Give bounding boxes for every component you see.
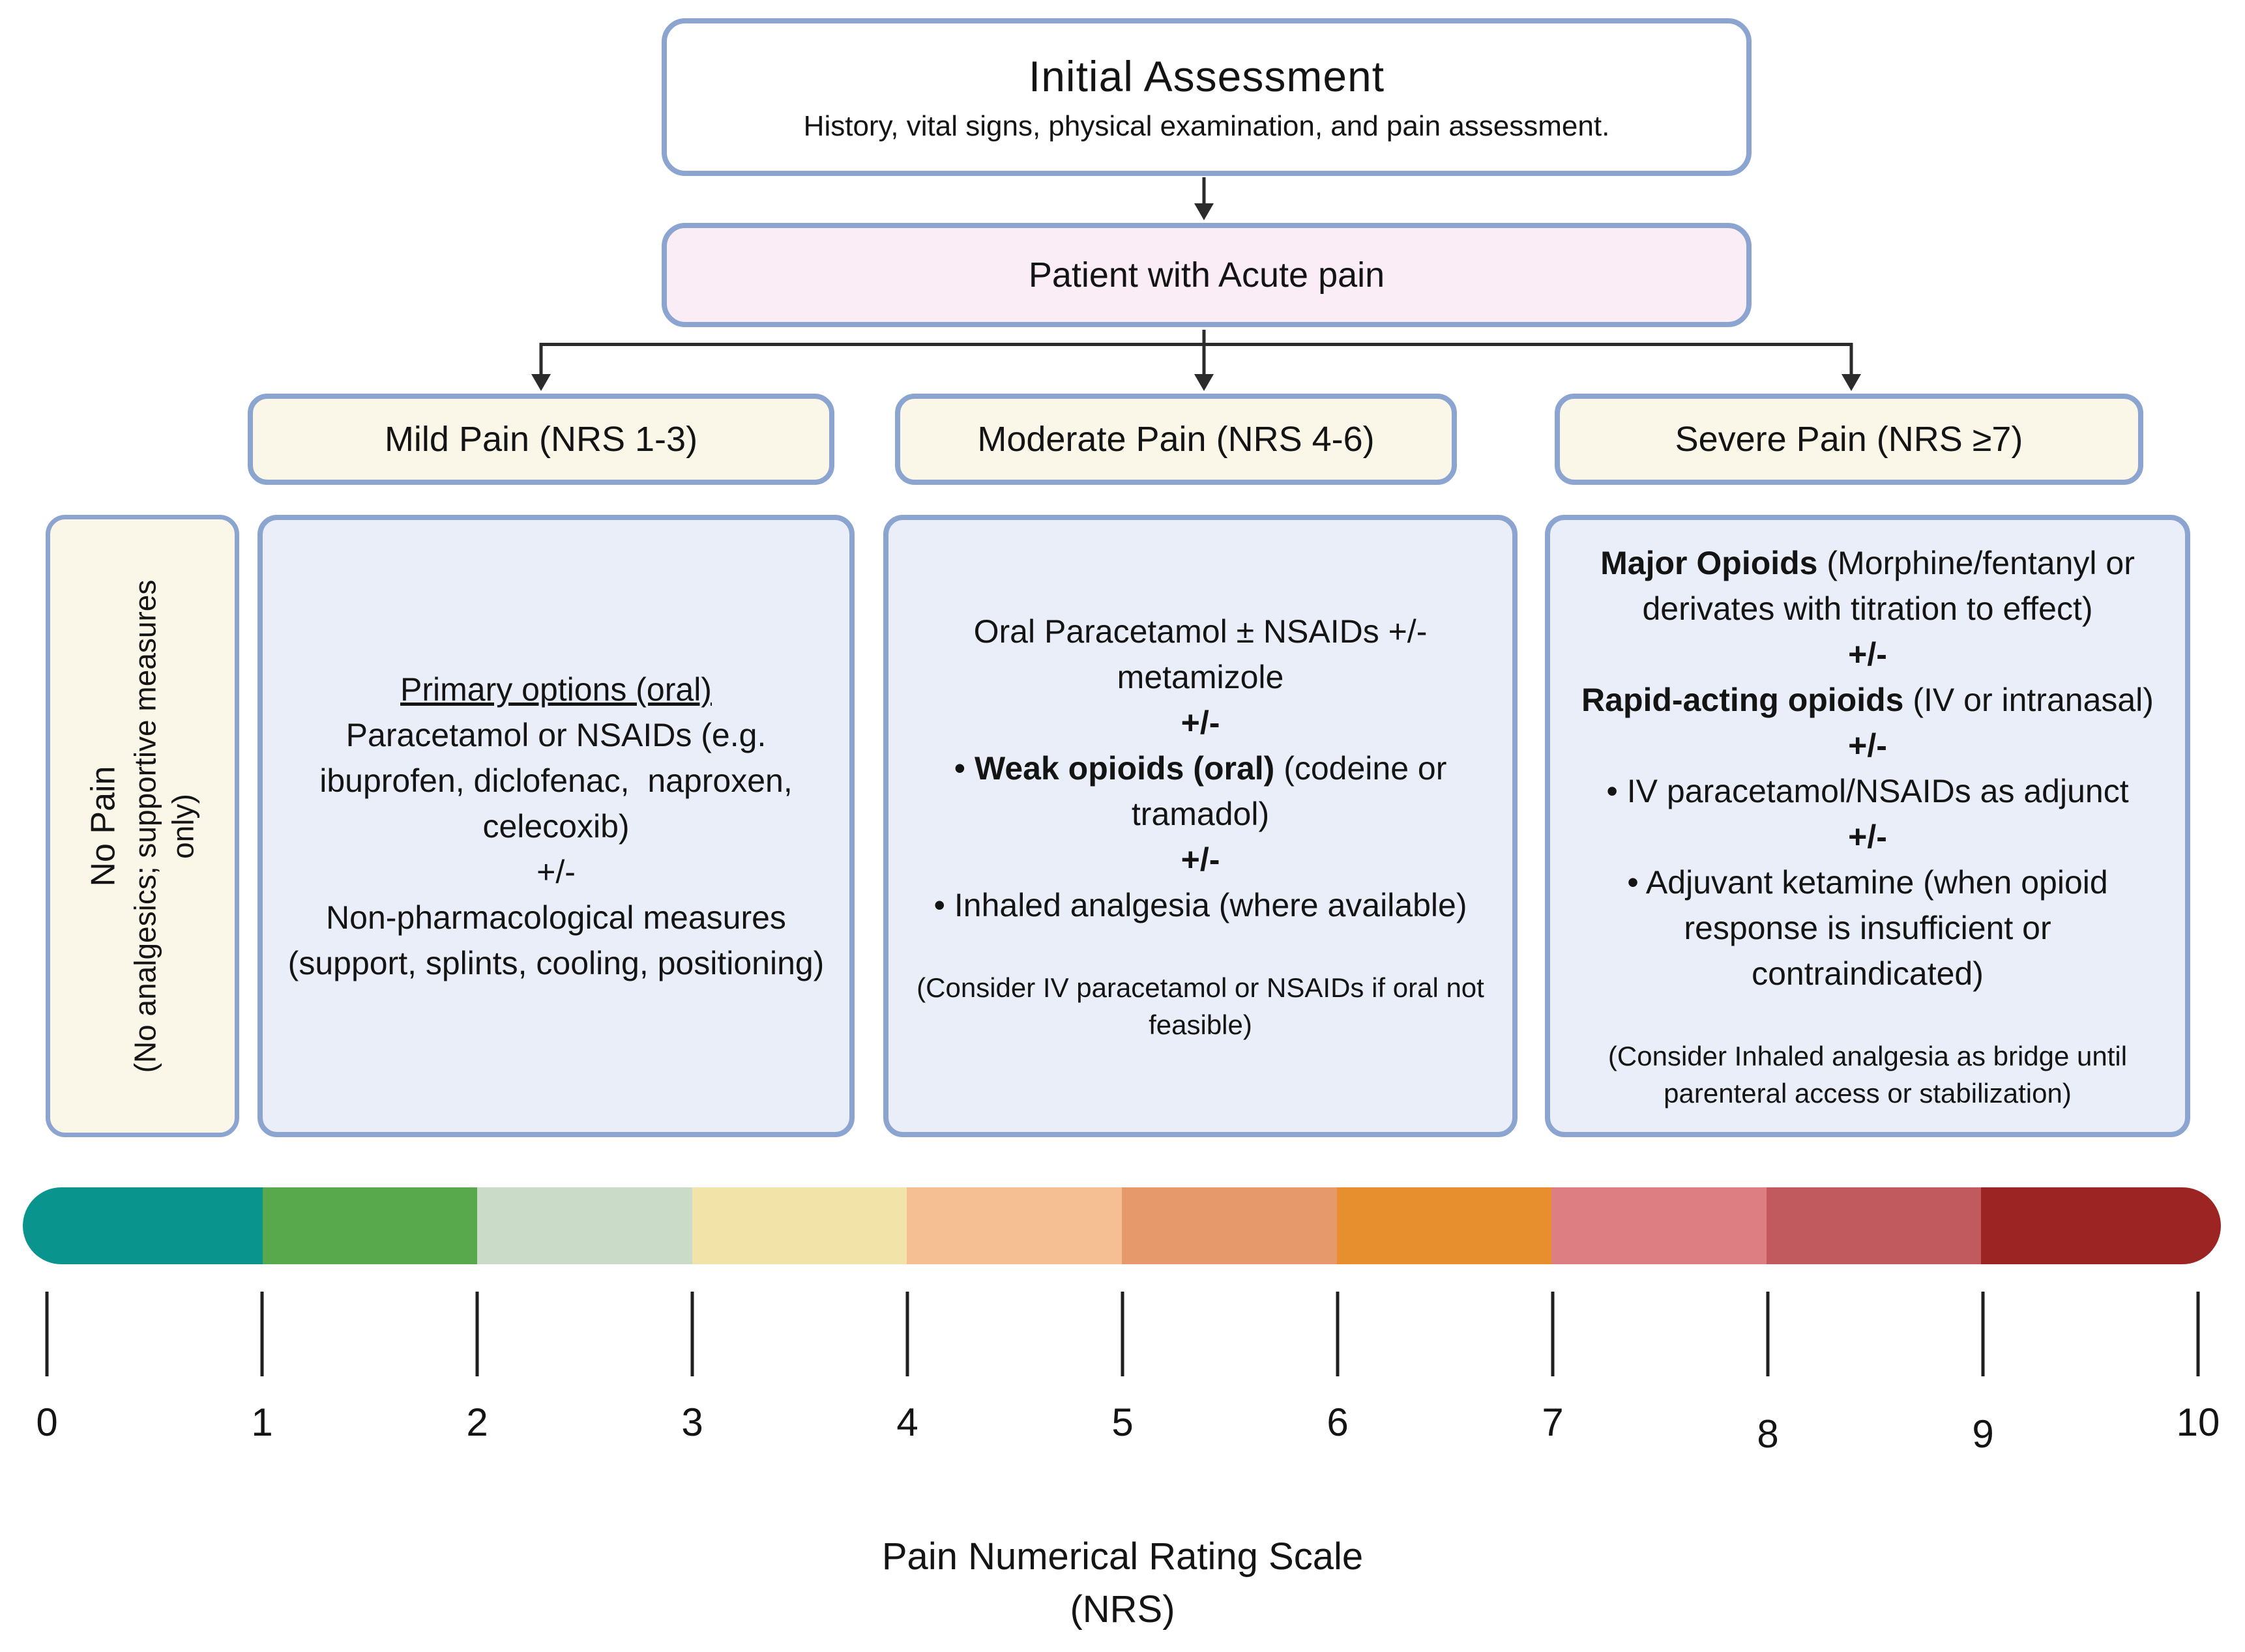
content-line: • IV paracetamol/NSAIDs as adjunct (1606, 772, 2129, 809)
tick-label-0: 0 (36, 1400, 58, 1444)
tick-label-5: 5 (1111, 1400, 1134, 1444)
initial-assessment-box: Initial Assessment History, vital signs,… (662, 18, 1752, 176)
arrowhead-moderate (1194, 374, 1214, 391)
content-moderate-text: Oral Paracetamol ± NSAIDs +/- metamizole… (888, 609, 1512, 1043)
scale-segment-2 (477, 1187, 692, 1264)
scale-segment-7 (1551, 1187, 1767, 1264)
header-severe-pain: Severe Pain (NRS ≥7) (1555, 394, 2143, 485)
scale-segment-6 (1336, 1187, 1552, 1264)
tick-mark-7 (1551, 1292, 1555, 1376)
no-pain-title: No Pain (84, 766, 122, 886)
content-line: • Adjuvant ketamine (when opioid respons… (1627, 863, 2117, 992)
nrs-color-bar (23, 1187, 2221, 1264)
connector-drop-moderate (1202, 343, 1206, 377)
scale-segment-9 (1981, 1187, 2221, 1264)
content-line (911, 928, 1490, 970)
scale-segment-0 (23, 1187, 263, 1264)
content-moderate-pain: Oral Paracetamol ± NSAIDs +/- metamizole… (883, 515, 1518, 1137)
content-severe-pain: Major Opioids (Morphine/fentanyl or deri… (1545, 515, 2190, 1137)
nrs-scale-label-line2: (NRS) (1070, 1588, 1175, 1631)
no-pain-rotated-text: No Pain (No analgesics; supportive measu… (46, 515, 239, 1137)
arrowhead-severe (1841, 374, 1861, 391)
scale-segment-1 (262, 1187, 478, 1264)
content-mild-pain: Primary options (oral) Paracetamol or NSA… (257, 515, 855, 1137)
content-line: • Weak opioids (oral) (codeine or tramad… (954, 749, 1456, 832)
header-moderate-pain: Moderate Pain (NRS 4-6) (895, 394, 1457, 485)
initial-assessment-title: Initial Assessment (1028, 52, 1385, 100)
tick-label-6: 6 (1327, 1400, 1349, 1444)
tick-label-4: 4 (896, 1400, 918, 1444)
tick-mark-1 (260, 1292, 264, 1376)
content-line: • Inhaled analgesia (where available) (933, 886, 1467, 923)
content-mild-text: Primary options (oral) Paracetamol or NSA… (263, 667, 849, 986)
content-line: +/- (1848, 727, 1887, 764)
tick-label-2: 2 (466, 1400, 488, 1444)
tick-label-8: 8 (1757, 1412, 1779, 1456)
content-severe-text: Major Opioids (Morphine/fentanyl or deri… (1550, 540, 2185, 1112)
content-line: Major Opioids (Morphine/fentanyl or deri… (1600, 544, 2144, 627)
header-mild-pain: Mild Pain (NRS 1-3) (248, 394, 834, 485)
nrs-scale-label-line1: Pain Numerical Rating Scale (881, 1535, 1364, 1578)
initial-assessment-subtitle: History, vital signs, physical examinati… (803, 110, 1610, 142)
connector-drop-severe (1849, 343, 1853, 377)
tick-mark-2 (475, 1292, 479, 1376)
content-line (1572, 996, 2163, 1038)
connector-stub (1202, 330, 1206, 345)
content-line: Oral Paracetamol ± NSAIDs +/- metamizole (973, 613, 1437, 695)
tick-mark-5 (1121, 1292, 1124, 1376)
content-line: Rapid-acting opioids (IV or intranasal) (1581, 681, 2154, 718)
acute-pain-label: Patient with Acute pain (1028, 255, 1385, 295)
tick-label-9: 9 (1972, 1412, 1994, 1456)
arrowhead-initial-to-acute (1194, 203, 1214, 220)
scale-segment-3 (692, 1187, 907, 1264)
content-line: (Consider Inhaled analgesia as bridge un… (1607, 1040, 2135, 1109)
tick-label-1: 1 (251, 1400, 273, 1444)
acute-pain-box: Patient with Acute pain (662, 223, 1752, 327)
tick-mark-4 (905, 1292, 909, 1376)
content-line: Non-pharmacological measures (support, s… (287, 899, 825, 981)
content-line: Paracetamol or NSAIDs (e.g. ibuprofen, d… (319, 716, 802, 845)
tick-mark-6 (1336, 1292, 1340, 1376)
scale-segment-5 (1122, 1187, 1337, 1264)
tick-label-7: 7 (1542, 1400, 1564, 1444)
tick-mark-8 (1766, 1292, 1770, 1376)
content-line: (Consider IV paracetamol or NSAIDs if or… (917, 972, 1492, 1040)
arrow-initial-to-acute (1202, 177, 1206, 206)
tick-mark-3 (690, 1292, 694, 1376)
content-line: +/- (536, 853, 576, 890)
scale-segment-8 (1766, 1187, 1982, 1264)
connector-drop-mild (539, 343, 543, 377)
connector-horizontal-line (541, 343, 1853, 346)
tick-label-10: 10 (2176, 1400, 2220, 1444)
content-line: +/- (1848, 635, 1887, 673)
tick-label-3: 3 (681, 1400, 703, 1444)
tick-mark-10 (2196, 1292, 2200, 1376)
content-line: +/- (1848, 818, 1887, 855)
scale-segment-4 (907, 1187, 1122, 1264)
no-pain-box: No Pain (No analgesics; supportive measu… (46, 515, 239, 1137)
content-line: +/- (1181, 704, 1220, 741)
arrowhead-mild (531, 374, 551, 391)
content-line: +/- (1181, 841, 1220, 878)
tick-mark-9 (1981, 1292, 1985, 1376)
tick-mark-0 (45, 1292, 49, 1376)
nrs-scale-label: Pain Numerical Rating Scale (NRS) (0, 1530, 2245, 1636)
no-pain-subtitle: (No analgesics; supportive measures only… (128, 579, 199, 1073)
content-line: Primary options (oral) (400, 671, 712, 708)
